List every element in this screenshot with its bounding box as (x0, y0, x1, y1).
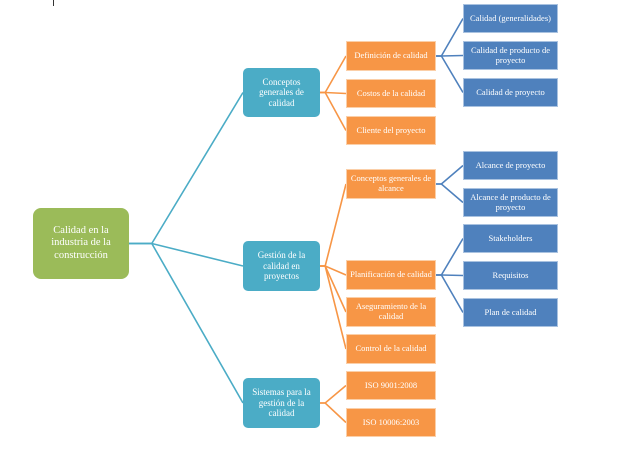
node-iso-10006: ISO 10006:2003 (346, 408, 436, 437)
node-alcance-producto-proyecto: Alcance de producto de proyecto (463, 188, 558, 217)
connector-definicion-calidad-to-calidad-generalidades (436, 18, 464, 57)
connector-gestion-calidad-proyectos-to-conceptos-generales-alcance (320, 183, 347, 267)
connector-planificacion-calidad-to-plan-calidad (436, 274, 464, 313)
node-costos-calidad: Costos de la calidad (346, 79, 436, 108)
node-sistemas-gestion-calidad: Sistemas para la gestión de la calidad (243, 378, 320, 428)
node-planificacion-calidad: Planificación de calidad (346, 260, 436, 290)
connector-gestion-calidad-proyectos-to-control-calidad (320, 265, 347, 350)
connector-conceptos-generales-alcance-to-alcance-proyecto (436, 164, 464, 185)
node-conceptos-generales-calidad: Conceptos generales de calidad (243, 68, 320, 117)
node-cliente-proyecto: Cliente del proyecto (346, 116, 436, 145)
connector-sistemas-gestion-calidad-to-iso-9001 (320, 384, 347, 404)
top-edge-marker (53, 0, 54, 6)
connector-root-to-conceptos-generales-calidad (129, 92, 244, 245)
node-alcance-proyecto: Alcance de proyecto (463, 151, 558, 180)
connector-planificacion-calidad-to-stakeholders (436, 238, 464, 276)
node-iso-9001: ISO 9001:2008 (346, 371, 436, 400)
connector-conceptos-generales-calidad-to-cliente-proyecto (320, 91, 347, 131)
connector-root-to-gestion-calidad-proyectos (129, 242, 244, 267)
node-control-calidad: Control de la calidad (346, 334, 436, 364)
node-calidad-proyecto: Calidad de proyecto (463, 78, 558, 107)
node-definicion-calidad: Definición de calidad (346, 41, 436, 71)
connector-root-to-sistemas-gestion-calidad (129, 242, 244, 404)
node-calidad-generalidades: Calidad (generalidades) (463, 4, 558, 33)
connector-gestion-calidad-proyectos-to-planificacion-calidad (320, 265, 347, 276)
node-conceptos-generales-alcance: Conceptos generales de alcance (346, 169, 436, 199)
node-gestion-calidad-proyectos: Gestión de la calidad en proyectos (243, 241, 320, 291)
node-stakeholders: Stakeholders (463, 224, 558, 253)
node-calidad-producto-proyecto: Calidad de producto de proyecto (463, 41, 558, 70)
connector-sistemas-gestion-calidad-to-iso-10006 (320, 402, 347, 424)
node-requisitos: Requisitos (463, 261, 558, 290)
connector-conceptos-generales-alcance-to-alcance-producto-proyecto (436, 183, 464, 204)
connector-definicion-calidad-to-calidad-proyecto (436, 55, 464, 93)
root-node: Calidad en la industria de la construcci… (33, 208, 129, 279)
connector-conceptos-generales-calidad-to-definicion-calidad (320, 55, 347, 94)
node-plan-calidad: Plan de calidad (463, 298, 558, 327)
node-aseguramiento-calidad: Aseguramiento de la calidad (346, 297, 436, 327)
